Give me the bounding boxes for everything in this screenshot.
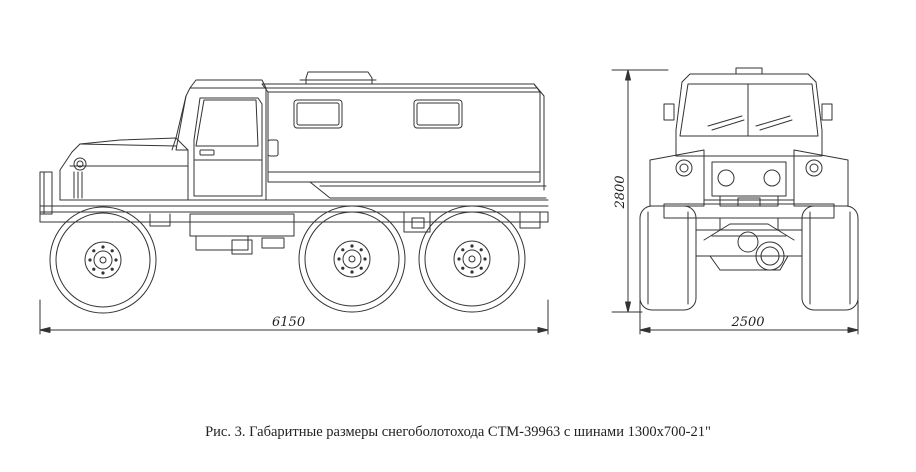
lug-nut [92,267,96,271]
height-dimension-label: 2800 [613,175,628,209]
front-wheel [50,207,156,313]
cargo-box [262,72,544,190]
height-dimension: 2800 [612,70,668,312]
length-dimension: 6150 [40,300,548,334]
width-dimension: 2500 [640,300,858,334]
front-right-tire [802,206,858,310]
lug-nut [92,249,96,253]
lug-nut [470,270,474,274]
middle-wheel [299,206,405,312]
width-dimension-label: 2500 [730,315,764,330]
rear-wheel [419,206,525,312]
lug-nut [350,244,354,248]
lug-nut [114,258,118,262]
front-cab [664,68,832,156]
wheel-lug-nuts [88,244,487,275]
undercarriage [696,218,802,270]
lug-nut [350,270,354,274]
figure-caption: Рис. 3. Габаритные размеры снегоболотохо… [205,424,711,440]
lug-nut [461,248,465,252]
hood [40,138,188,214]
lug-nut [470,244,474,248]
lug-nut [359,248,363,252]
length-dimension-label: 6150 [272,315,305,330]
grille [650,150,848,206]
lug-nut [479,248,483,252]
frame [40,182,548,254]
lug-nut [101,245,105,249]
lug-nut [88,258,92,262]
lug-nut [110,267,114,271]
lug-nut [461,266,465,270]
lug-nut [457,257,461,261]
lug-nut [341,248,345,252]
lug-nut [363,257,367,261]
front-left-tire [640,206,696,310]
front-bumper [664,196,834,218]
lug-nut [359,266,363,270]
lug-nut [110,249,114,253]
lug-nut [341,266,345,270]
lug-nut [337,257,341,261]
side-view: 6150 [40,72,548,334]
lug-nut [483,257,487,261]
front-view: 2800 2500 [612,68,858,334]
lug-nut [101,271,105,275]
lug-nut [479,266,483,270]
